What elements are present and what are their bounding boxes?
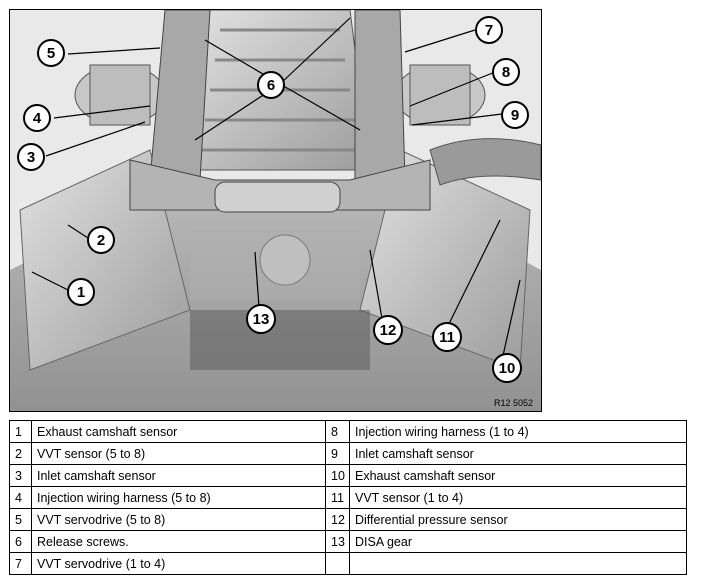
svg-text:13: 13 [253,311,270,328]
callout-5: 5 [37,39,65,67]
callout-layer: 1 2 3 4 5 6 7 8 [17,16,529,383]
legend-number: 4 [9,486,32,509]
callout-11: 11 [432,322,462,352]
legend-label: Injection wiring harness (5 to 8) [31,486,326,509]
svg-text:9: 9 [511,107,519,124]
callout-3: 3 [17,143,45,171]
svg-text:11: 11 [439,329,455,346]
callout-6: 6 [257,71,285,99]
legend-number: 9 [325,442,350,465]
svg-text:5: 5 [47,45,55,62]
svg-text:3: 3 [27,149,35,166]
legend-label: Injection wiring harness (1 to 4) [349,420,687,443]
legend-label: Inlet camshaft sensor [31,464,326,487]
legend-label: Differential pressure sensor [349,508,687,531]
svg-text:4: 4 [33,110,42,127]
legend-number: 10 [325,464,350,487]
legend-number: 8 [325,420,350,443]
legend-label: Inlet camshaft sensor [349,442,687,465]
legend-label: Exhaust camshaft sensor [349,464,687,487]
legend-number: 5 [9,508,32,531]
callout-9: 9 [501,101,529,129]
legend-number: 12 [325,508,350,531]
svg-text:10: 10 [499,360,516,377]
callout-12: 12 [373,315,403,345]
legend-label: Release screws. [31,530,326,553]
legend-label: VVT servodrive (1 to 4) [31,552,326,575]
legend-number [325,552,350,575]
callout-7: 7 [475,16,503,44]
callout-10: 10 [492,353,522,383]
svg-text:1: 1 [77,284,85,301]
legend-label: DISA gear [349,530,687,553]
legend-label: VVT sensor (1 to 4) [349,486,687,509]
callout-4: 4 [23,104,51,132]
legend-number: 1 [9,420,32,443]
legend-label: VVT servodrive (5 to 8) [31,508,326,531]
engine-diagram: 1 2 3 4 5 6 7 8 [9,9,542,412]
reference-code: R12 5052 [493,398,533,408]
callout-13: 13 [246,304,276,334]
legend-label: Exhaust camshaft sensor [31,420,326,443]
svg-text:8: 8 [502,64,510,81]
legend-number: 2 [9,442,32,465]
svg-text:12: 12 [380,322,397,339]
legend-number: 11 [325,486,350,509]
callout-2: 2 [87,226,115,254]
svg-text:2: 2 [97,232,105,249]
svg-text:7: 7 [485,22,493,39]
legend-number: 3 [9,464,32,487]
svg-text:6: 6 [267,77,275,94]
legend-number: 13 [325,530,350,553]
legend-label [349,552,687,575]
callout-1: 1 [67,278,95,306]
legend-number: 6 [9,530,32,553]
legend-number: 7 [9,552,32,575]
callout-8: 8 [492,58,520,86]
legend-label: VVT sensor (5 to 8) [31,442,326,465]
